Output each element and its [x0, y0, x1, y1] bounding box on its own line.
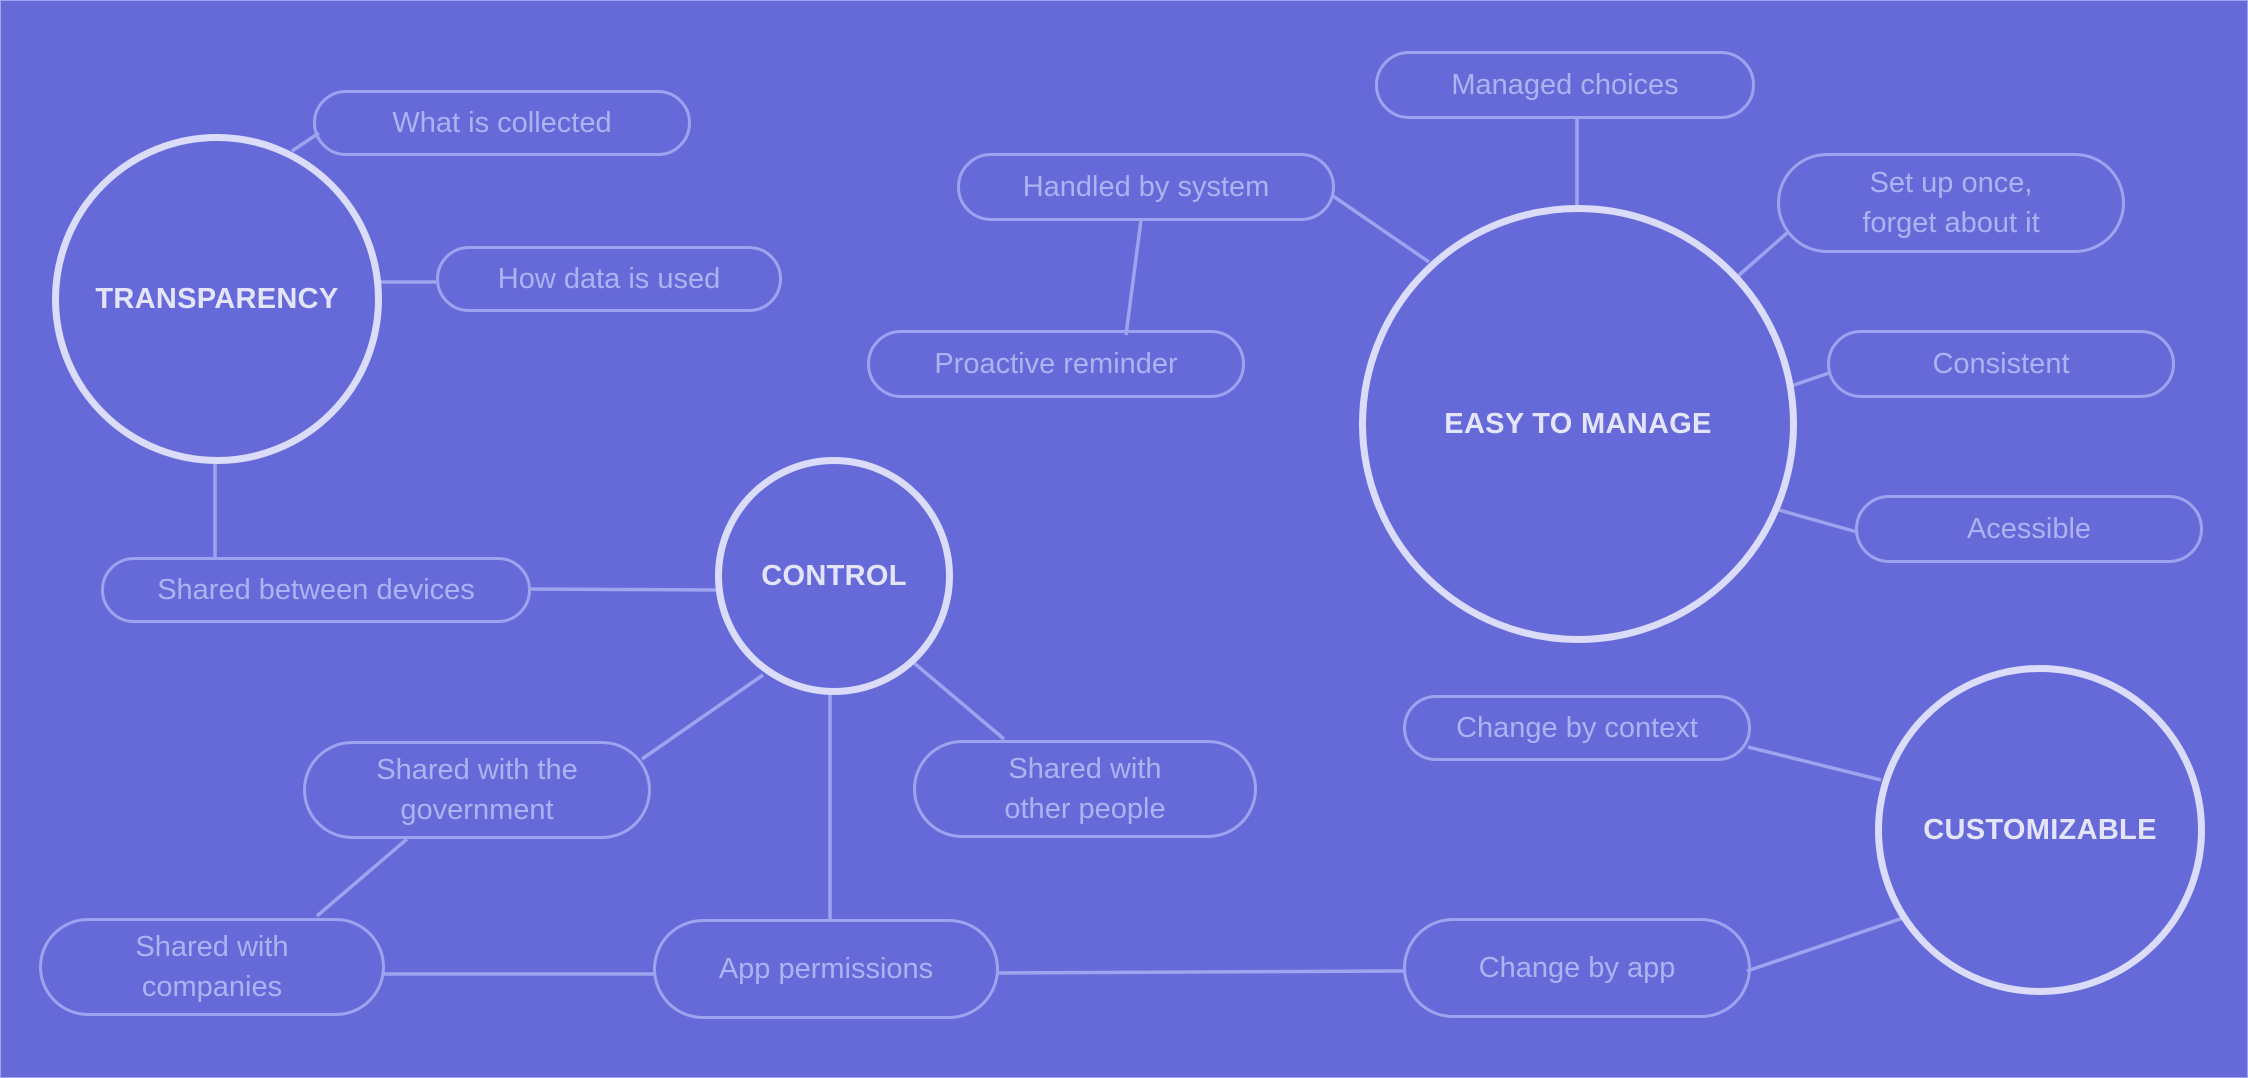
link-shared-between-devices-control [529, 587, 718, 592]
link-control-government [641, 673, 764, 761]
node-managed-choices: Managed choices [1375, 51, 1755, 119]
link-handled-by-system-easy [1332, 194, 1430, 264]
node-proactive-reminder: Proactive reminder [867, 330, 1245, 398]
node-consistent: Consistent [1827, 330, 2175, 398]
link-transparency-what-is-collected [291, 131, 320, 153]
node-how-data-is-used: How data is used [436, 246, 782, 312]
link-government-companies [315, 837, 409, 918]
node-shared-between-devices: Shared between devices [101, 557, 531, 623]
control-hub: CONTROL [715, 457, 953, 695]
link-handled-by-system-proactive-reminder [1124, 219, 1143, 336]
link-change-by-app-customizable [1746, 916, 1904, 973]
easy-to-manage-hub: EASY TO MANAGE [1359, 205, 1797, 643]
node-change-by-context: Change by context [1403, 695, 1751, 761]
link-control-other-people [912, 661, 1006, 741]
link-change-by-context-customizable [1747, 745, 1882, 782]
transparency-hub: TRANSPARENCY [52, 134, 382, 464]
node-set-up-once: Set up once, forget about it [1777, 153, 2125, 253]
node-acessible: Acessible [1855, 495, 2203, 563]
link-easy-consistent [1790, 371, 1830, 388]
node-app-permissions: App permissions [653, 919, 999, 1019]
link-easy-acessible [1778, 508, 1858, 534]
link-easy-set-up-once [1736, 231, 1789, 278]
node-what-is-collected: What is collected [313, 90, 691, 156]
node-shared-with-government: Shared with the government [303, 741, 651, 839]
customizable-hub: CUSTOMIZABLE [1875, 665, 2205, 995]
node-shared-with-companies: Shared with companies [39, 918, 385, 1016]
link-app-permissions-change-by-app [995, 969, 1406, 975]
node-shared-with-other-people: Shared with other people [913, 740, 1257, 838]
node-change-by-app: Change by app [1403, 918, 1751, 1018]
node-handled-by-system: Handled by system [957, 153, 1335, 221]
